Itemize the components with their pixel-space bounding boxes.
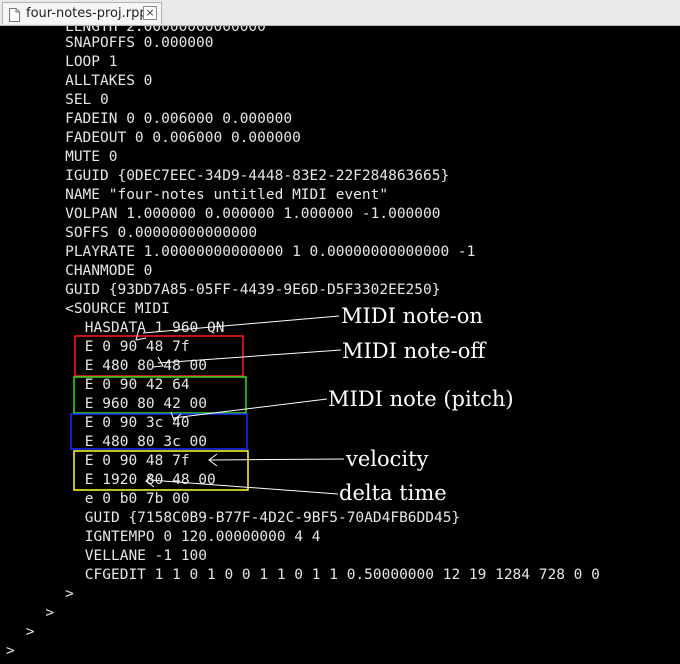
label-midi-note-pitch: MIDI note (pitch) xyxy=(328,387,514,411)
code-line: FADEIN 0 0.006000 0.000000 xyxy=(65,111,293,127)
tab-four-notes-proj[interactable]: four-notes-proj.rpp × xyxy=(2,2,162,24)
label-delta-time: delta time xyxy=(339,481,447,505)
code-line: E 0 90 3c 40 xyxy=(84,415,190,431)
code-line: E 960 80 42 00 xyxy=(84,396,208,412)
code-line: ALLTAKES 0 xyxy=(65,73,153,89)
code-line: NAME "four-notes untitled MIDI event" xyxy=(65,187,389,203)
code-line: > xyxy=(65,586,74,602)
code-line: PLAYRATE 1.00000000000000 1 0.0000000000… xyxy=(65,244,476,260)
code-line: SOFFS 0.00000000000000 xyxy=(65,225,258,241)
code-line: E 480 80 3c 00 xyxy=(84,434,208,450)
code-line: HASDATA 1 960 QN xyxy=(84,320,225,336)
label-midi-note-off: MIDI note-off xyxy=(342,339,486,363)
code-line: SEL 0 xyxy=(65,92,109,108)
code-line: <SOURCE MIDI xyxy=(65,301,170,317)
label-velocity: velocity xyxy=(346,447,429,471)
code-line: IGNTEMPO 0 120.00000000 4 4 xyxy=(84,529,321,545)
code-line: MUTE 0 xyxy=(65,149,118,165)
code-line: FADEOUT 0 0.006000 0.000000 xyxy=(65,130,301,146)
code-line: E 0 90 42 64 xyxy=(84,377,190,393)
tab-title: four-notes-proj.rpp xyxy=(26,6,148,21)
code-line: VOLPAN 1.000000 0.000000 1.000000 -1.000… xyxy=(65,206,441,222)
tab-bar: four-notes-proj.rpp × xyxy=(0,0,680,26)
code-line: CHANMODE 0 xyxy=(65,263,153,279)
code-line: GUID {93DD7A85-05FF-4439-9E6D-D5F3302EE2… xyxy=(65,282,441,298)
close-icon[interactable]: × xyxy=(143,6,157,20)
file-icon xyxy=(9,7,20,22)
code-line: > xyxy=(6,643,15,659)
code-line: E 480 80 48 00 xyxy=(84,358,208,374)
code-line: VELLANE -1 100 xyxy=(84,548,208,564)
code-line: SNAPOFFS 0.000000 xyxy=(65,35,214,51)
code-line: E 1920 80 48 00 xyxy=(84,472,216,488)
code-line: GUID {7158C0B9-B77F-4D2C-9BF5-70AD4FB6DD… xyxy=(84,510,461,526)
code-line: E 0 90 48 7f xyxy=(84,339,190,355)
code-line: IGUID {0DEC7EEC-34D9-4448-83E2-22F284863… xyxy=(65,168,450,184)
code-line: LOOP 1 xyxy=(65,54,118,70)
code-line: LENGTH 2.00000000000000 xyxy=(65,26,266,35)
code-line: > xyxy=(45,605,55,621)
code-line: e 0 b0 7b 00 xyxy=(84,491,190,507)
code-line: E 0 90 48 7f xyxy=(84,453,190,469)
code-line: CFGEDIT 1 1 0 1 0 0 1 1 0 1 1 0.50000000… xyxy=(84,567,600,583)
code-line: > xyxy=(25,624,35,640)
label-midi-note-on: MIDI note-on xyxy=(341,304,483,328)
